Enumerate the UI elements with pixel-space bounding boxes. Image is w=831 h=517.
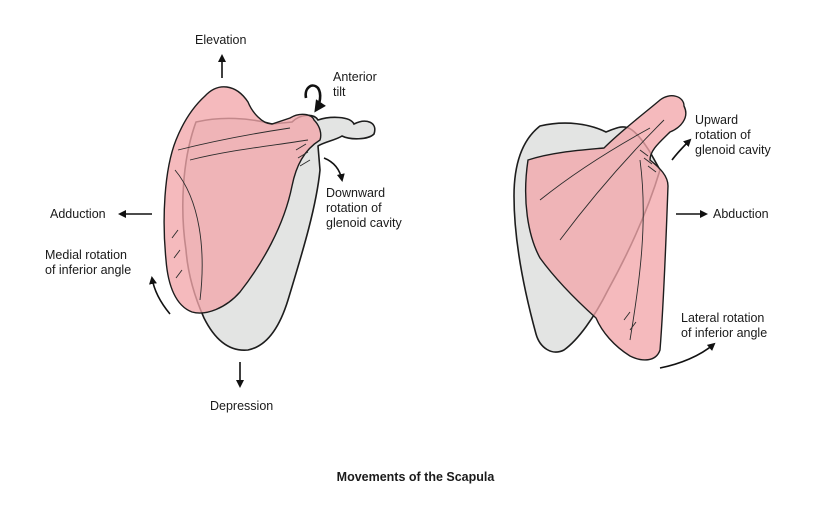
downward-rotation-arrow: [323, 157, 345, 182]
right-scapula: [513, 95, 687, 361]
label-upward-rotation: Upward rotation of glenoid cavity: [695, 113, 771, 157]
label-depression: Depression: [210, 399, 274, 413]
label-downward-rotation: Downward rotation of glenoid cavity: [326, 186, 402, 230]
label-lateral-rotation: Lateral rotation of inferior angle: [681, 311, 768, 340]
medial-rotation-arrow: [149, 276, 171, 315]
right-scapula-spine: [539, 119, 665, 341]
anterior-tilt-arrow: [304, 84, 326, 113]
label-medial-rotation: Medial rotation of inferior angle: [45, 248, 132, 277]
label-elevation: Elevation: [195, 33, 247, 47]
left-scapula: [163, 86, 376, 351]
upward-rotation-arrow: [671, 138, 692, 161]
label-abduction: Abduction: [713, 207, 769, 221]
figure-caption: Movements of the Scapula: [336, 470, 495, 484]
lateral-rotation-arrow: [659, 342, 716, 369]
left-scapula-spine: [174, 127, 309, 301]
right-scapula-moved: [524, 95, 687, 361]
right-scapula-hatching: [623, 149, 657, 331]
left-scapula-hatching: [171, 143, 311, 279]
label-adduction: Adduction: [50, 207, 106, 221]
label-anterior-tilt: Anterior tilt: [333, 70, 377, 99]
